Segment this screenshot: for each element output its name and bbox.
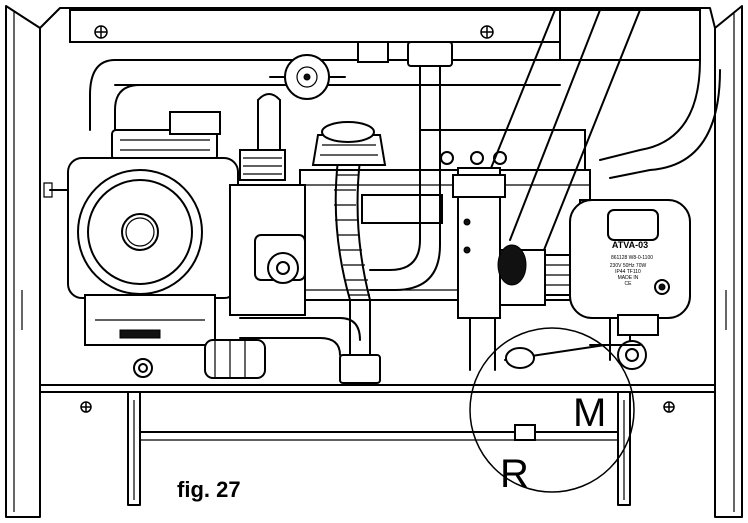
diverter-valve — [452, 167, 546, 319]
pump-fine-print-1: 230V 50Hz 70W — [610, 263, 647, 269]
gas-valve — [204, 149, 306, 379]
label-m: M — [573, 391, 606, 435]
electrical-connector-icon — [269, 54, 346, 100]
filling-tap — [504, 340, 647, 370]
screw-bottom-right-icon — [663, 401, 675, 413]
detail-callout-circle — [469, 327, 635, 493]
pump-motor-right — [544, 199, 691, 336]
corrugated-hose — [311, 121, 387, 296]
bottom-frame — [39, 384, 716, 506]
pump-fine-print-4: CE — [625, 281, 633, 287]
screw-bottom-left-icon — [80, 401, 92, 413]
figure-caption: fig. 27 — [177, 477, 241, 502]
label-r: R — [500, 452, 529, 496]
screw-top-right-icon — [480, 25, 494, 39]
screw-top-left-icon — [94, 25, 108, 39]
pump-model-label: ATVA-03 — [612, 240, 648, 250]
pump-fine-print-3: MADE IN — [618, 275, 639, 281]
pump-fine-print-2: IP44 TF110 — [615, 269, 641, 275]
pipe-nut — [339, 41, 453, 384]
circulation-pump — [43, 111, 239, 378]
pipework — [89, 9, 721, 371]
pump-serial-label: 861128 W8-0-1100 — [611, 255, 653, 261]
